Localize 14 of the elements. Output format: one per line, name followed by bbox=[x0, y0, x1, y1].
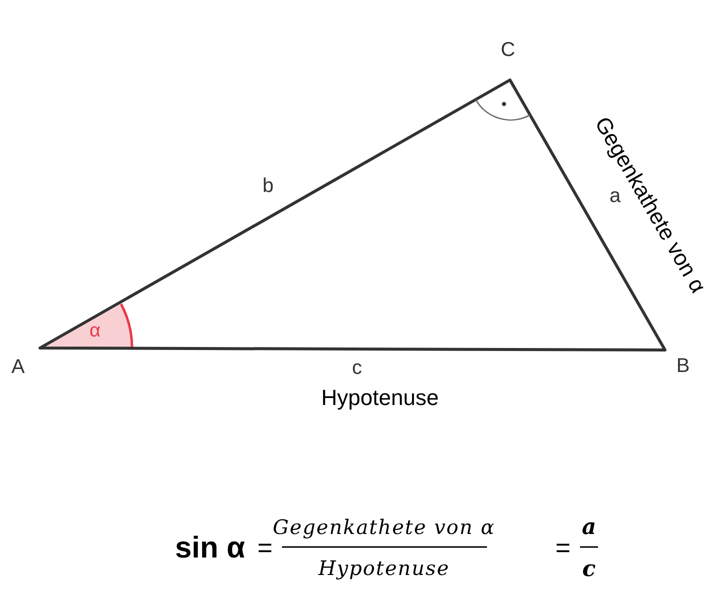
formula-numerator: a bbox=[582, 514, 596, 540]
side-label: c bbox=[352, 357, 362, 379]
side-caption: Hypotenuse bbox=[321, 386, 439, 410]
formula-numerator: Gegenkathete von α bbox=[272, 516, 496, 538]
side-label: b bbox=[262, 175, 274, 197]
vertex-label: C bbox=[500, 39, 516, 61]
angle-label: α bbox=[90, 322, 100, 342]
formula-denominator: c bbox=[582, 556, 596, 582]
vertex-label: A bbox=[11, 356, 25, 378]
formula-denominator: Hypotenuse bbox=[318, 557, 450, 579]
equals-sign: = bbox=[257, 534, 273, 562]
formula-term: sin α bbox=[174, 532, 246, 564]
vertex-label: B bbox=[676, 355, 690, 377]
equals-sign: = bbox=[555, 534, 571, 562]
